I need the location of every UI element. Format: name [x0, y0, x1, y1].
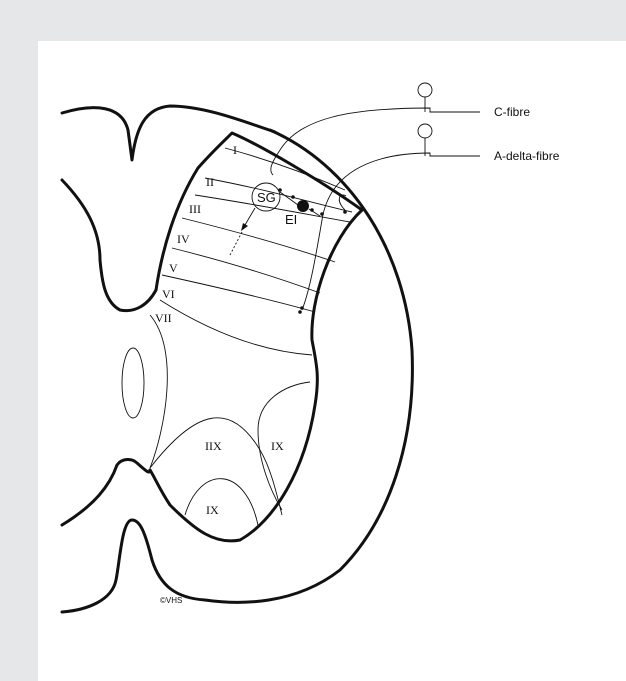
lamina-line-11 — [258, 382, 310, 510]
synapse-dot — [300, 306, 304, 310]
dorsal-outline — [62, 106, 275, 160]
central-canal — [122, 348, 144, 418]
lamina-line-1 — [225, 148, 345, 190]
synapse-dot — [298, 310, 302, 314]
lamina-label-3: III — [189, 202, 201, 216]
ei-cell — [297, 200, 309, 212]
sg-projection — [230, 232, 242, 255]
lamina-label-1: I — [233, 143, 237, 157]
sg-label: SG — [257, 190, 276, 205]
a-delta-fibre-soma — [418, 124, 432, 138]
left-outline — [62, 180, 156, 311]
synapse-dot — [320, 212, 324, 216]
lamina-line-5 — [172, 248, 320, 293]
lamina-label-5: V — [169, 261, 178, 275]
c-fibre-axon — [271, 108, 480, 175]
a-delta-fibre-axon — [302, 153, 480, 310]
synapse-dot — [343, 210, 347, 214]
c-fibre-soma — [418, 83, 432, 97]
lamina-line-6 — [162, 275, 315, 312]
copyright-mark: ©VHS — [160, 596, 182, 605]
lamina-label-2: II — [206, 175, 214, 189]
c-fibre-label: C-fibre — [494, 105, 530, 119]
lamina-line-9 — [150, 418, 282, 515]
synapse-dot — [310, 208, 314, 212]
lamina-label-8: IIX — [205, 439, 222, 453]
synapse-dot — [278, 188, 282, 192]
sg-arrowhead — [241, 223, 248, 231]
ventral-notch — [62, 459, 150, 525]
lamina-line-7 — [160, 300, 312, 355]
a-delta-fibre-label: A-delta-fibre — [494, 149, 560, 163]
sg-axon — [245, 208, 255, 225]
ei-label: EI — [285, 212, 297, 227]
lamina-line-8 — [150, 315, 167, 468]
lamina-label-4: IV — [177, 232, 190, 246]
dorsal-horn-edge — [156, 133, 362, 290]
lamina-line-10 — [185, 479, 258, 525]
lamina-label-7: VII — [155, 311, 172, 325]
lamina-label-6: VI — [162, 287, 175, 301]
lamina-line-4 — [182, 218, 335, 262]
synapse-dot — [291, 195, 295, 199]
grey-matter-boundary — [150, 210, 362, 541]
sg-to-ei — [280, 192, 298, 205]
lamina-label-10: IX — [206, 503, 219, 517]
lamina-label-9: IX — [271, 439, 284, 453]
